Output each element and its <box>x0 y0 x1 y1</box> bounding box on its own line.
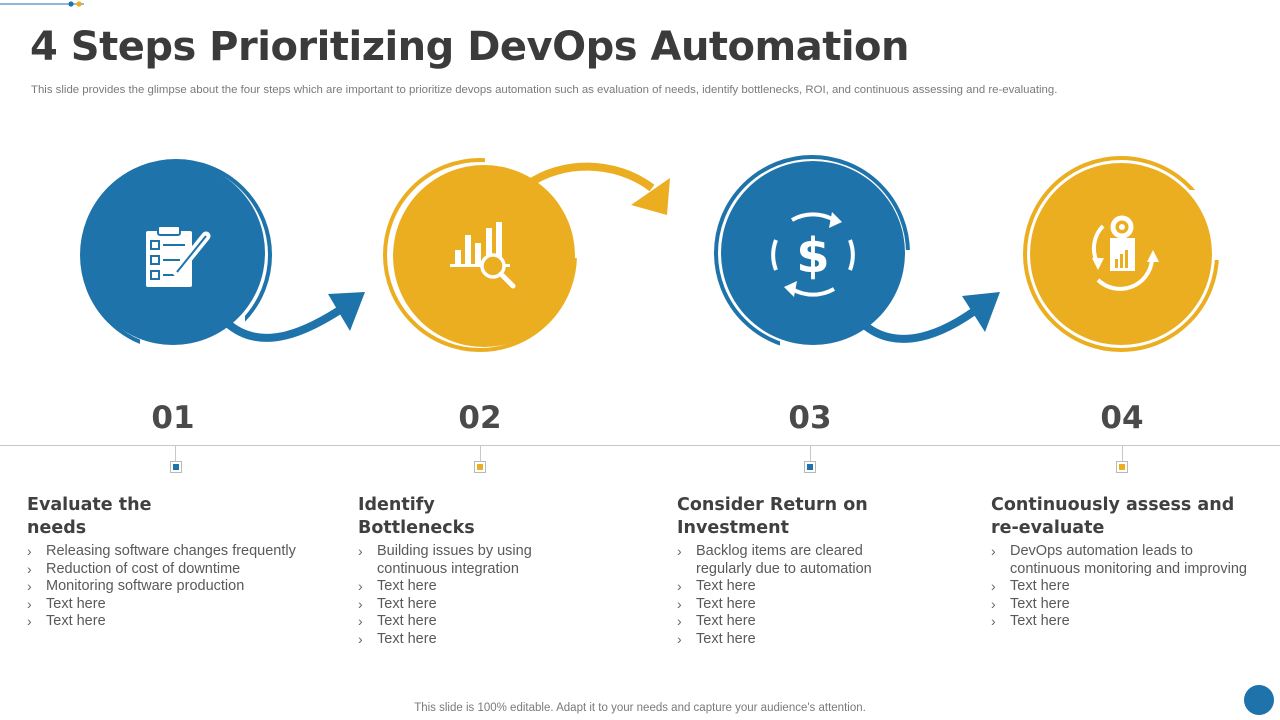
step-3-heading-line2: Investment <box>677 518 789 538</box>
step-3-heading-line1: Consider Return on <box>677 495 868 515</box>
footer-note: This slide is 100% editable. Adapt it to… <box>414 702 866 714</box>
step-3-arrow <box>859 303 983 343</box>
list-item: ›Text here <box>991 595 1070 612</box>
dollar-cycle-icon: $ <box>771 212 855 297</box>
step-2-connector <box>480 446 481 462</box>
step-2-circle-group <box>383 140 670 352</box>
timeline-line <box>0 445 1280 446</box>
step-1-connector <box>175 446 176 462</box>
step-3-circle <box>721 161 905 345</box>
list-item: ›DevOps automation leads to <box>991 543 1193 559</box>
list-item: continuous integration <box>377 560 519 577</box>
svg-text:$: $ <box>796 228 829 284</box>
list-item: ›Monitoring software production <box>27 578 245 595</box>
step-2-text-block: Identify Bottlenecks ›Building issues by… <box>358 494 648 649</box>
step-4-connector <box>1122 446 1123 462</box>
list-item: ›Text here <box>358 595 437 612</box>
chart-magnifier-icon <box>450 222 516 289</box>
steps-graphic: $ <box>80 140 1226 360</box>
step-1-text-block: Evaluate the needs ›Releasing software c… <box>27 494 327 631</box>
step-2-arrowhead <box>631 178 670 215</box>
step-1-heading-line2: needs <box>27 518 87 538</box>
list-item: ›Releasing software changes frequently <box>27 543 296 559</box>
list-item: ›Text here <box>677 595 756 612</box>
top-decoration <box>0 1 84 7</box>
step-4-heading: Continuously assess and re-evaluate <box>991 494 1276 540</box>
list-item: ›Text here <box>677 578 756 595</box>
step-2-marker <box>474 461 486 473</box>
step-2-number: 02 <box>458 400 502 436</box>
step-1-heading: Evaluate the needs <box>27 494 327 540</box>
list-item: ›Text here <box>358 613 437 630</box>
page-title: 4 Steps Prioritizing DevOps Automation <box>30 24 910 70</box>
page-subtitle: This slide provides the glimpse about th… <box>31 84 1058 96</box>
list-item: ›Text here <box>358 630 437 647</box>
step-1-number: 01 <box>151 400 195 436</box>
list-item: ›Text here <box>991 613 1070 630</box>
step-2-heading: Identify Bottlenecks <box>358 494 648 540</box>
list-item: regularly due to automation <box>696 560 872 577</box>
step-1-bullets: ›Releasing software changes frequently ›… <box>27 543 327 631</box>
step-2-arrow <box>524 162 655 192</box>
list-item: ›Text here <box>991 578 1070 595</box>
step-2-circle <box>393 165 575 347</box>
clipboard-checklist-pen-icon <box>146 225 211 287</box>
gear-report-cycle-icon <box>1091 215 1159 291</box>
step-3-marker <box>804 461 816 473</box>
step-4-heading-line1: Continuously assess and <box>991 495 1235 515</box>
step-3-connector <box>810 446 811 462</box>
list-item: ›Text here <box>677 613 756 630</box>
list-item: ›Text here <box>27 613 106 630</box>
step-3-bullets: ›Backlog items are cleared regularly due… <box>677 543 967 649</box>
list-item: ›Text here <box>677 630 756 647</box>
step-4-text-block: Continuously assess and re-evaluate ›Dev… <box>991 494 1276 631</box>
step-1-marker <box>170 461 182 473</box>
step-4-circle-group <box>1023 156 1226 352</box>
step-1-arrow <box>223 302 349 342</box>
step-3-heading: Consider Return on Investment <box>677 494 967 540</box>
list-item: ›Backlog items are cleared <box>677 543 863 559</box>
list-item: ›Building issues by using <box>358 543 532 559</box>
list-item: ›Reduction of cost of downtime <box>27 560 241 577</box>
list-item: ›Text here <box>358 578 437 595</box>
step-2-bullets: ›Building issues by using continuous int… <box>358 543 648 649</box>
step-2-heading-line2: Bottlenecks <box>358 518 475 538</box>
step-3-number: 03 <box>788 400 832 436</box>
step-4-heading-line2: re-evaluate <box>991 518 1105 538</box>
step-1-arrowhead <box>328 292 365 331</box>
step-1-circle-group <box>80 159 365 360</box>
step-2-heading-line1: Identify <box>358 495 435 515</box>
step-3-circle-group: $ <box>714 155 1000 360</box>
corner-decoration <box>1244 685 1274 715</box>
step-3-text-block: Consider Return on Investment ›Backlog i… <box>677 494 967 649</box>
step-4-marker <box>1116 461 1128 473</box>
list-item: ›Text here <box>27 595 106 612</box>
step-4-bullets: ›DevOps automation leads to continuous m… <box>991 543 1276 631</box>
list-item: continuous monitoring and improving <box>1010 560 1247 577</box>
step-1-heading-line1: Evaluate the <box>27 495 152 515</box>
step-3-arrowhead <box>962 292 1000 332</box>
step-4-number: 04 <box>1100 400 1144 436</box>
